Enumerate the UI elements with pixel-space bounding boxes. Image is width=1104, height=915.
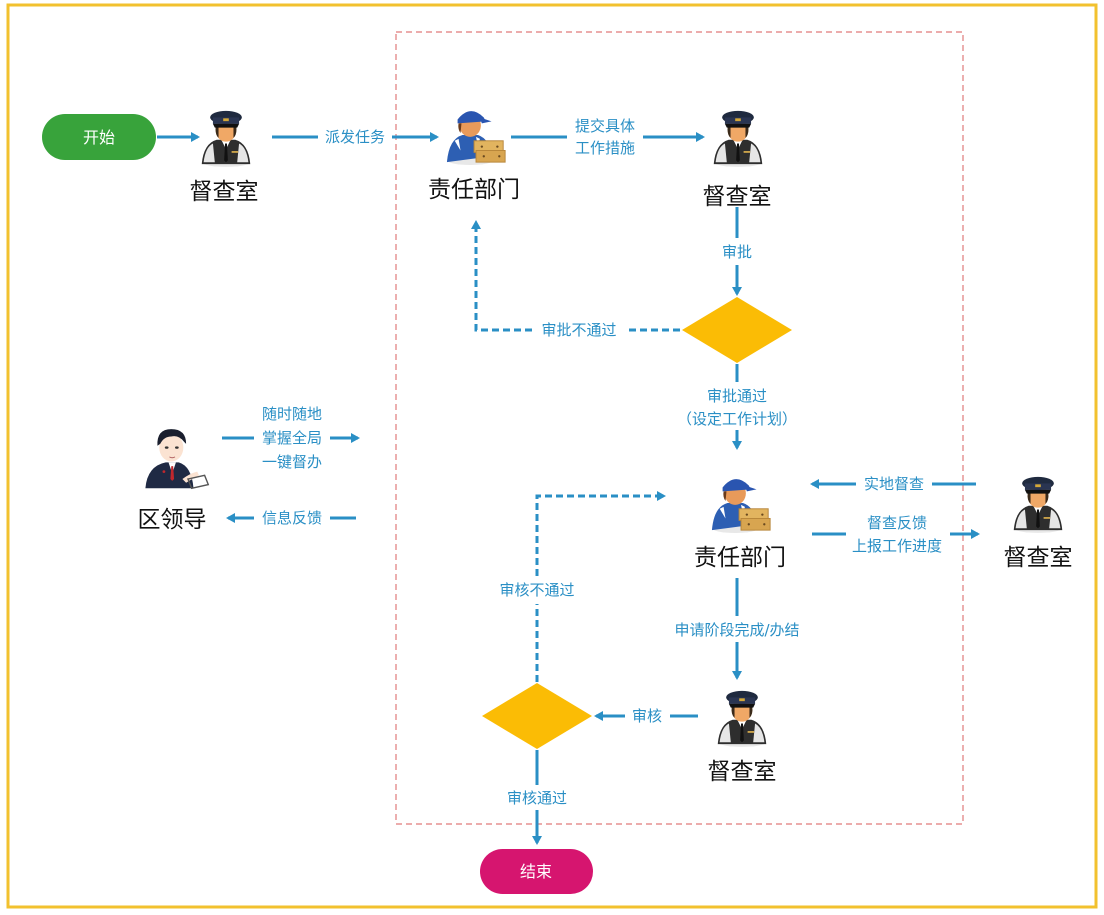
label-approve-rejected: 审批不通过 bbox=[541, 321, 616, 339]
label-approve-passed-2: （设定工作计划） bbox=[677, 410, 797, 428]
decision-approval[interactable] bbox=[682, 297, 792, 363]
edge-review-rejected-b bbox=[535, 491, 666, 576]
process-boundary bbox=[395, 31, 964, 825]
label-approve-passed-1: 审批通过 bbox=[707, 387, 767, 405]
label-submit-1: 提交具体 bbox=[575, 117, 635, 135]
start-terminal[interactable]: 开始 bbox=[42, 114, 156, 160]
label-review-passed: 审核通过 bbox=[507, 789, 567, 807]
label-leader-3: 一键督办 bbox=[262, 453, 322, 471]
node-responsible-dept-1[interactable]: 责任部门 bbox=[428, 110, 520, 203]
label-dispatch: 派发任务 bbox=[325, 128, 385, 146]
node-district-leader[interactable]: 区领导 bbox=[138, 428, 209, 533]
delivery-worker-icon bbox=[711, 478, 771, 534]
node-supervision-office-2[interactable]: 督查室 bbox=[703, 110, 772, 210]
node-label: 督查室 bbox=[708, 759, 777, 785]
officer-icon bbox=[201, 110, 251, 167]
delivery-worker-icon bbox=[446, 110, 506, 166]
end-label: 结束 bbox=[520, 862, 552, 881]
node-label: 督查室 bbox=[703, 184, 772, 210]
edge-approve-rejected-b bbox=[471, 220, 532, 332]
node-label: 区领导 bbox=[138, 507, 207, 533]
label-review: 审核 bbox=[632, 707, 662, 725]
label-approve: 审批 bbox=[722, 243, 752, 261]
node-label: 督查室 bbox=[190, 179, 259, 205]
label-onsite-inspection: 实地督查 bbox=[864, 475, 924, 493]
node-supervision-office-3[interactable]: 督查室 bbox=[1004, 476, 1073, 571]
node-label: 责任部门 bbox=[694, 545, 786, 571]
node-responsible-dept-2[interactable]: 责任部门 bbox=[694, 478, 786, 571]
node-label: 督查室 bbox=[1004, 545, 1073, 571]
label-apply-completion: 申请阶段完成/办结 bbox=[674, 621, 799, 639]
label-feedback-1: 督查反馈 bbox=[867, 514, 927, 532]
end-terminal[interactable]: 结束 bbox=[480, 849, 593, 894]
officer-icon bbox=[1013, 476, 1063, 533]
node-supervision-office-1[interactable]: 督查室 bbox=[190, 110, 259, 205]
label-review-rejected: 审核不通过 bbox=[499, 581, 574, 599]
officer-icon bbox=[713, 110, 763, 167]
start-label: 开始 bbox=[83, 128, 115, 147]
officer-icon bbox=[717, 690, 767, 747]
label-submit-2: 工作措施 bbox=[575, 139, 635, 157]
leader-icon bbox=[144, 428, 209, 489]
node-supervision-office-4[interactable]: 督查室 bbox=[708, 690, 777, 785]
label-leader-2: 掌握全局 bbox=[262, 429, 322, 447]
label-feedback-2: 上报工作进度 bbox=[852, 537, 942, 555]
label-info-feedback: 信息反馈 bbox=[262, 509, 322, 527]
node-label: 责任部门 bbox=[428, 177, 520, 203]
label-leader-1: 随时随地 bbox=[262, 405, 322, 423]
decision-review[interactable] bbox=[482, 683, 592, 749]
outer-frame bbox=[6, 3, 1098, 909]
